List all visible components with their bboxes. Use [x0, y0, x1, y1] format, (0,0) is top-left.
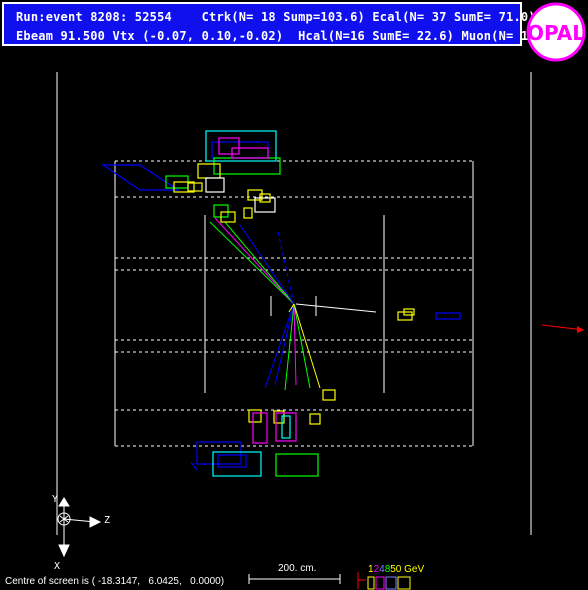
energy-scale-4: 4: [379, 564, 385, 575]
event-info-line-1: Run:event 8208: 52554 Ctrk(N= 18 Sump=10…: [16, 10, 536, 24]
axis-label-x: X: [54, 561, 61, 572]
energy-scale-1: 1: [368, 564, 374, 575]
svg-text:OPAL: OPAL: [527, 21, 585, 45]
right-clusters: [397, 308, 461, 321]
axis-gizmo: [57, 497, 102, 558]
centre-of-screen-readout: Centre of screen is ( -18.3147, 6.0425, …: [5, 576, 225, 587]
energy-scale-legend: 124850 GeV: [368, 564, 424, 575]
vertex-marker: [270, 296, 377, 316]
inner-vertical-lines: [114, 161, 474, 446]
energy-scale-bars: [357, 572, 411, 590]
event-info-header: Run:event 8208: 52554 Ctrk(N= 18 Sump=10…: [2, 2, 536, 46]
axis-label-y: Y: [52, 494, 59, 505]
tracks: [209, 217, 321, 391]
distance-scale-label: 200. cm.: [278, 563, 317, 574]
lower-clusters: [190, 389, 336, 477]
energy-scale-50gev: 50 GeV: [390, 564, 425, 575]
muon-arrow: [541, 324, 585, 333]
distance-scale-bar: [248, 574, 341, 584]
upper-clusters: [101, 130, 281, 223]
opal-logo-icon: OPAL: [526, 2, 586, 62]
event-info-line-2: Ebeam 91.500 Vtx (-0.07, 0.10,-0.02) Hca…: [16, 29, 536, 43]
axis-label-z: Z: [104, 515, 111, 526]
energy-scale-8: 8: [384, 564, 391, 575]
energy-scale-2: 2: [373, 564, 380, 575]
